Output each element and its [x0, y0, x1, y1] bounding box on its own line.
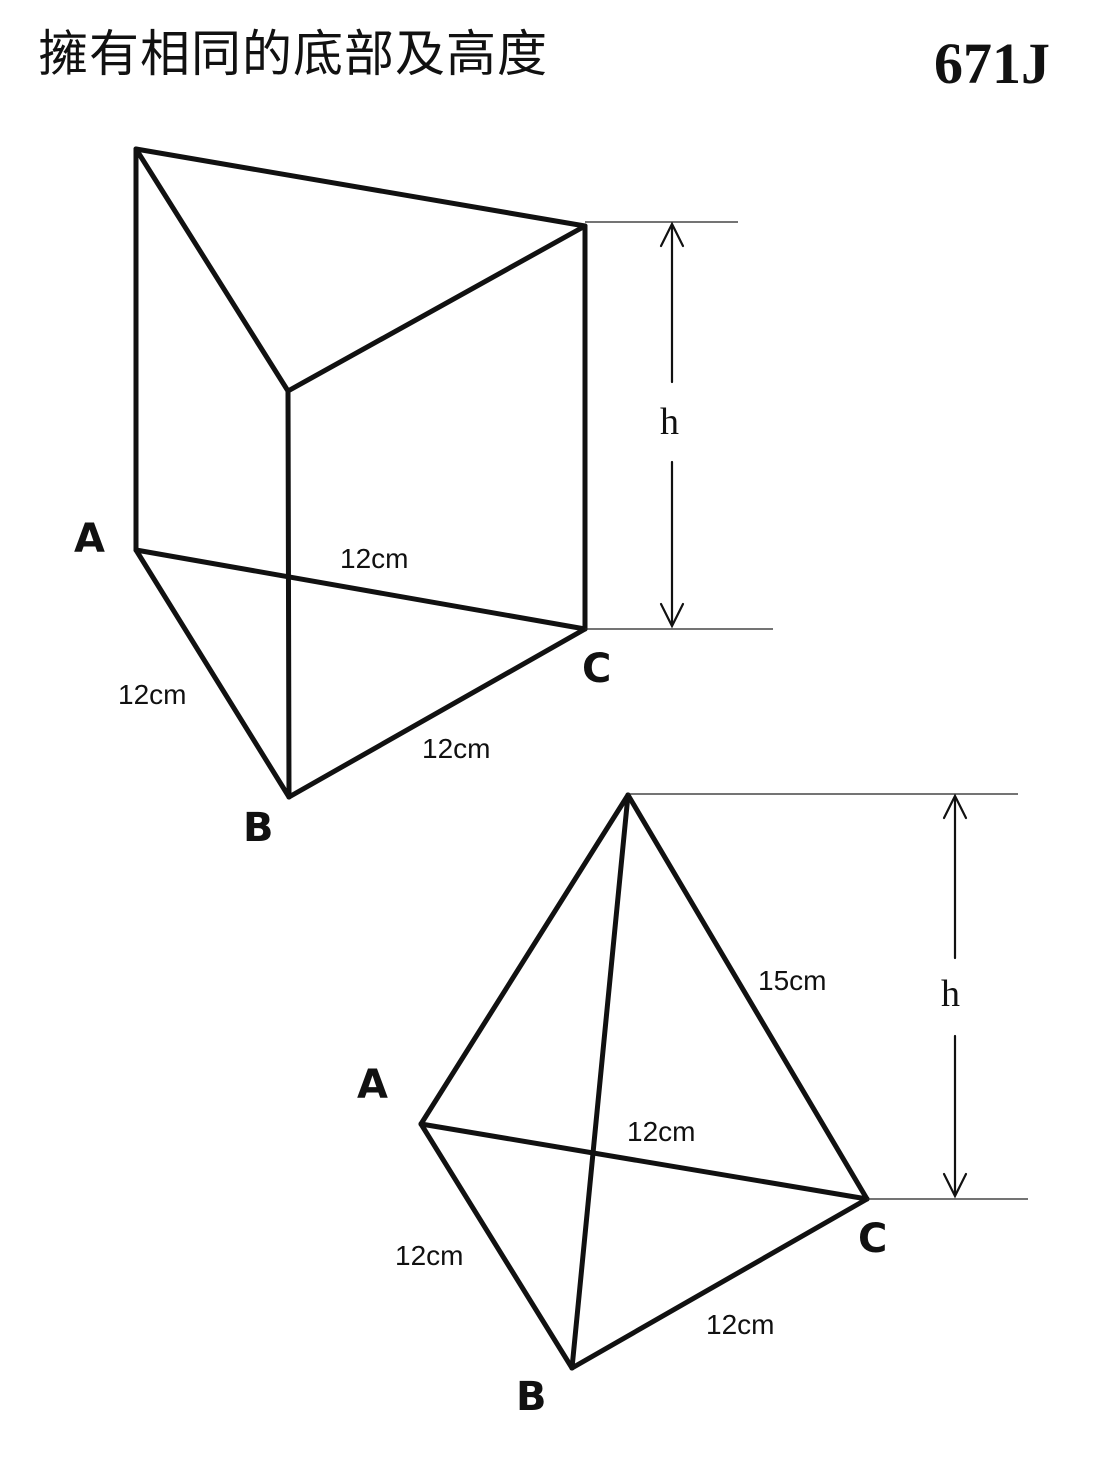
prism-top-edge-left	[133, 146, 291, 394]
prism-base-edge-bc	[286, 626, 588, 800]
pyramid-edge-ab-label: 12cm	[395, 1240, 463, 1271]
prism-top-edge-right	[285, 223, 588, 394]
pyramid-edge-slant-label: 15cm	[758, 965, 826, 996]
prism-edge-ab-label: 12cm	[118, 679, 186, 710]
prism-top-edge-back	[133, 146, 588, 229]
prism-vertical-edge-b	[285, 388, 292, 800]
pyramid-base-edge-bc	[569, 1196, 870, 1371]
pyramid-vertex-a-label: A	[357, 1062, 388, 1108]
prism-height-label: h	[660, 401, 679, 443]
pyramid-edge-ac-label: 12cm	[627, 1116, 695, 1147]
pyramid-edge-bc-label: 12cm	[706, 1309, 774, 1340]
prism-vertex-a-label: A	[74, 516, 105, 562]
prism-edge-ac-label: 12cm	[340, 543, 408, 574]
prism-vertex-b-label: B	[243, 805, 274, 851]
pyramid-edge-apex-b	[569, 792, 631, 1371]
prism-edge-bc-label: 12cm	[422, 733, 490, 764]
pyramid-vertex-b-label: B	[516, 1374, 547, 1420]
pyramid-edge-apex-a	[418, 792, 631, 1127]
pyramid-height-label: h	[941, 973, 960, 1015]
pyramid-base-edge-ab	[418, 1121, 575, 1371]
prism-base-edge-ab	[133, 547, 292, 800]
pyramid-edge-apex-c	[625, 792, 870, 1202]
worksheet-code: 671J	[934, 31, 1050, 96]
prism-vertex-c-label: C	[582, 646, 611, 692]
prism-base-edge-ac	[133, 547, 588, 632]
pyramid-figure: h A B C 15cm 12cm 12cm 12cm	[357, 792, 1028, 1420]
prism-height-arrow	[659, 221, 685, 629]
pyramid-vertex-c-label: C	[858, 1216, 887, 1262]
pyramid-base-edge-ac	[418, 1121, 870, 1202]
page-title: 擁有相同的底部及高度	[38, 25, 548, 83]
prism-figure: h A B C 12cm 12cm 12cm	[74, 146, 773, 851]
pyramid-height-arrow	[942, 793, 968, 1199]
